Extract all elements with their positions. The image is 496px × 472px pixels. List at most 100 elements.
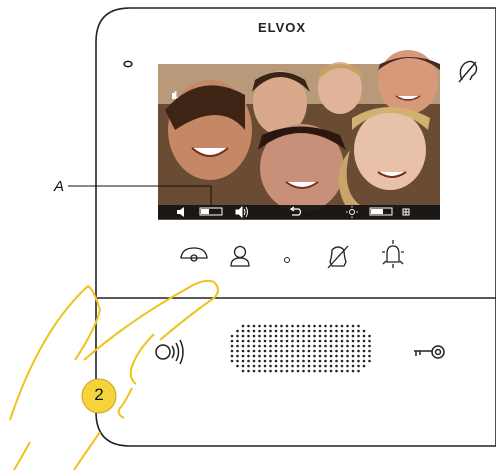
- grille-dot: [340, 339, 344, 343]
- grille-dot: [280, 324, 283, 328]
- grille-dot: [318, 334, 322, 338]
- grille-dot: [296, 359, 300, 363]
- grille-dot: [340, 344, 344, 348]
- grille-dot: [318, 349, 322, 353]
- grille-dot: [313, 359, 316, 363]
- grille-dot: [318, 354, 322, 358]
- grille-dot: [280, 349, 283, 353]
- grille-dot: [280, 344, 283, 348]
- grille-dot: [318, 359, 322, 363]
- grille-dot: [357, 339, 360, 343]
- grille-dot: [258, 324, 261, 328]
- grille-dot: [285, 369, 289, 373]
- speaker-icon[interactable]: [235, 205, 248, 219]
- grille-dot: [346, 349, 349, 353]
- grille-dot: [302, 359, 305, 363]
- key-lock-icon[interactable]: [414, 345, 445, 359]
- grille-dot: [351, 334, 355, 338]
- person-call-icon[interactable]: [230, 245, 250, 267]
- grille-dot: [269, 329, 272, 333]
- grille-dot: [252, 369, 256, 373]
- grille-dot: [247, 329, 250, 333]
- camera-lens-icon: [123, 60, 133, 68]
- grille-dot: [357, 329, 360, 333]
- grille-dot: [285, 359, 289, 363]
- grille-dot: [247, 339, 250, 343]
- grille-dot: [362, 364, 366, 368]
- back-icon[interactable]: [289, 206, 302, 216]
- grille-dot: [274, 339, 278, 343]
- grille-dot: [302, 369, 305, 373]
- brightness-bar-icon: [369, 207, 393, 216]
- grille-dot: [252, 334, 256, 338]
- osd-bar: [158, 205, 440, 219]
- face-3: [318, 62, 362, 114]
- mute-bell-icon[interactable]: [327, 245, 349, 269]
- grille-dot: [274, 369, 278, 373]
- grille-dot: [269, 369, 272, 373]
- grille-dot: [329, 339, 333, 343]
- finger-pointer-icon: [9, 279, 219, 471]
- grille-dot: [247, 324, 250, 328]
- grille-dot: [263, 349, 267, 353]
- grille-dot: [258, 329, 261, 333]
- grille-dot: [329, 354, 333, 358]
- grille-dot: [236, 354, 239, 358]
- grille-dot: [368, 359, 371, 363]
- contrast-icon[interactable]: [402, 208, 410, 216]
- grille-dot: [346, 329, 349, 333]
- grille-dot: [263, 359, 267, 363]
- grille-dot: [285, 339, 289, 343]
- grille-dot: [247, 369, 250, 373]
- intercom-voice-icon[interactable]: [155, 339, 184, 365]
- grille-dot: [335, 369, 338, 373]
- grille-dot: [269, 324, 272, 328]
- grille-dot: [357, 349, 360, 353]
- grille-dot: [280, 329, 283, 333]
- grille-dot: [258, 344, 261, 348]
- grille-dot: [346, 334, 349, 338]
- grille-dot: [280, 364, 283, 368]
- grille-dot: [302, 329, 305, 333]
- grille-dot: [357, 354, 360, 358]
- grille-dot: [236, 364, 239, 368]
- grille-dot: [291, 369, 294, 373]
- grille-dot: [346, 364, 349, 368]
- grille-dot: [285, 354, 289, 358]
- grille-dot: [335, 329, 338, 333]
- handset-icon[interactable]: [180, 247, 208, 262]
- grille-dot: [357, 334, 360, 338]
- grille-dot: [230, 339, 234, 343]
- grille-dot: [340, 324, 344, 328]
- grille-dot: [313, 324, 316, 328]
- grille-dot: [313, 354, 316, 358]
- door-light-icon[interactable]: [382, 240, 404, 268]
- grille-dot: [291, 339, 294, 343]
- grille-dot: [263, 324, 267, 328]
- grille-dot: [368, 344, 371, 348]
- grille-dot: [269, 349, 272, 353]
- grille-dot: [335, 334, 338, 338]
- grille-dot: [252, 359, 256, 363]
- grille-dot: [241, 344, 245, 348]
- grille-dot: [230, 349, 234, 353]
- grille-dot: [329, 359, 333, 363]
- grille-dot: [296, 329, 300, 333]
- grille-dot: [241, 354, 245, 358]
- volume-icon[interactable]: [177, 207, 184, 217]
- grille-dot: [258, 349, 261, 353]
- grille-dot: [236, 359, 239, 363]
- grille-dot: [313, 344, 316, 348]
- grille-dot: [280, 354, 283, 358]
- grille-dot: [340, 369, 344, 373]
- brightness-icon[interactable]: [346, 206, 358, 218]
- grille-dot: [324, 344, 327, 348]
- grille-dot: [357, 344, 360, 348]
- grille-dot: [357, 324, 360, 328]
- grille-dot: [263, 369, 267, 373]
- grille-dot: [247, 334, 250, 338]
- grille-dot: [362, 329, 366, 333]
- face-2: [253, 71, 307, 135]
- grille-dot: [324, 324, 327, 328]
